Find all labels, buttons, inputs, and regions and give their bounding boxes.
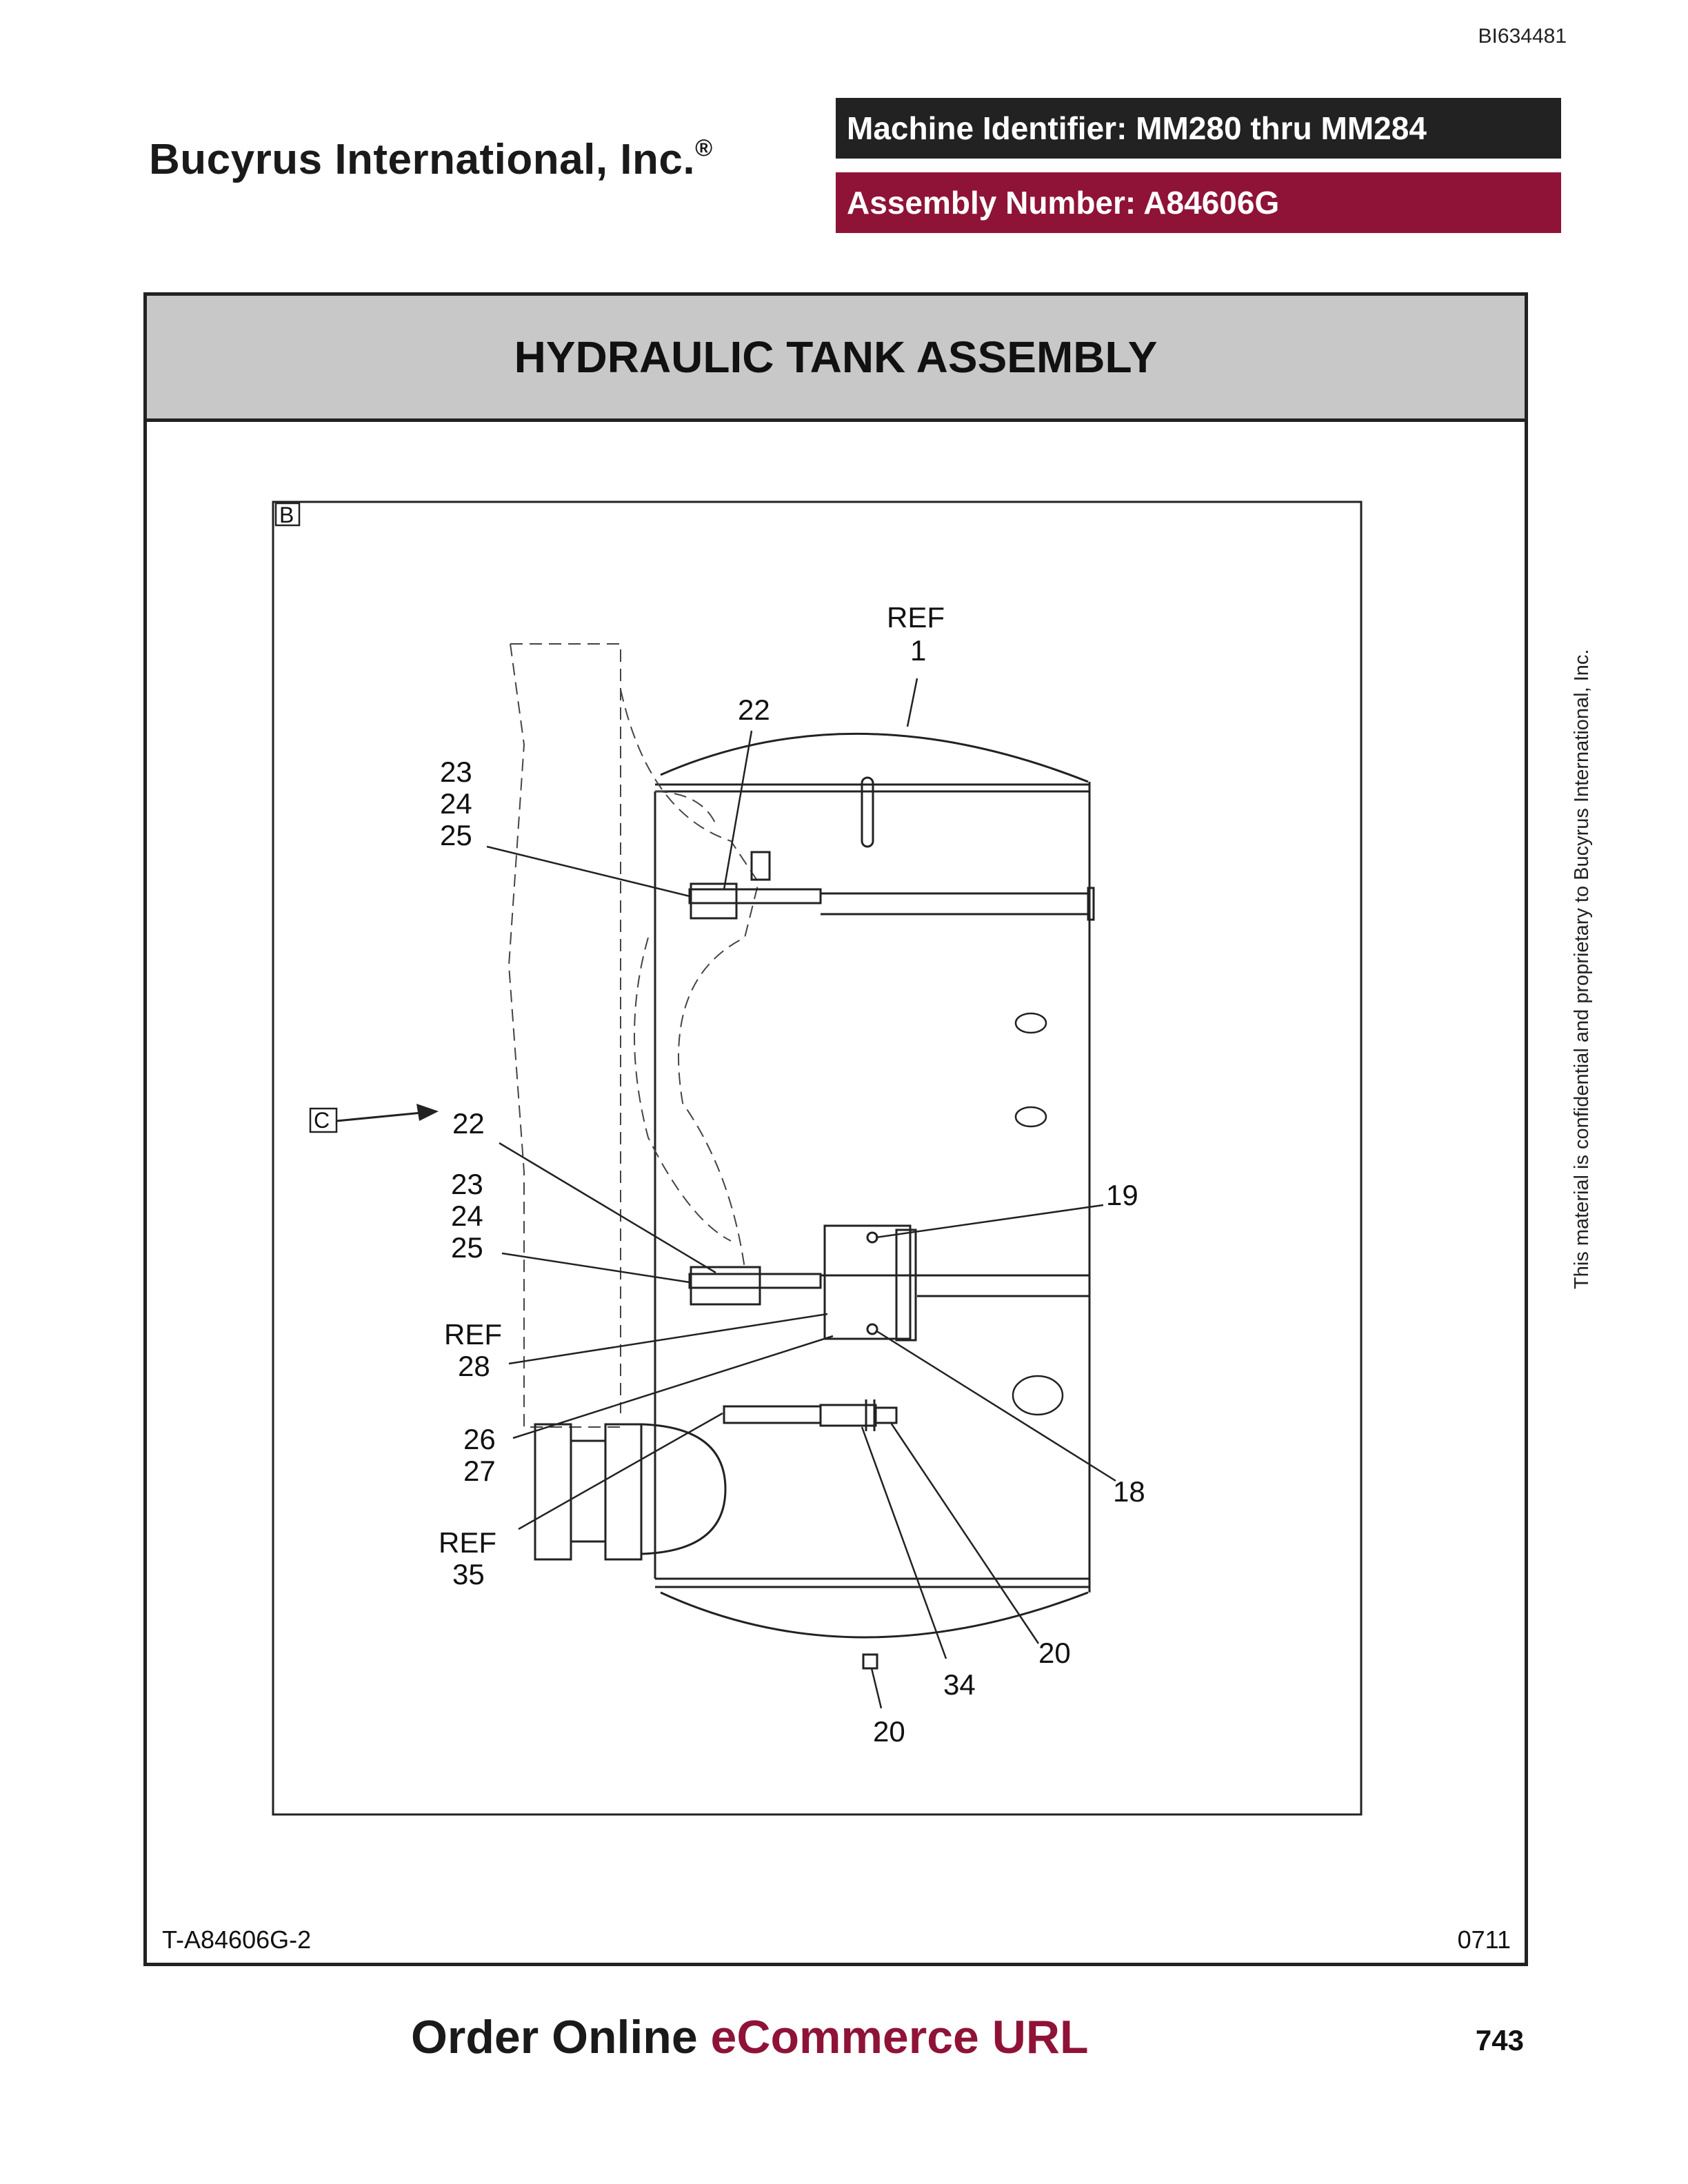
- revision-code: 0711: [1457, 1925, 1511, 1954]
- view-c-arrowhead: [416, 1104, 439, 1121]
- callout-ref-1-ref: REF: [887, 601, 945, 634]
- company-name: Bucyrus International, Inc.®: [149, 135, 713, 184]
- callout-18: 18: [1113, 1475, 1145, 1508]
- callout-34: 34: [943, 1668, 976, 1701]
- callout-24-upper: 24: [440, 787, 472, 820]
- callout-27: 27: [463, 1455, 496, 1487]
- callout-19: 19: [1106, 1179, 1138, 1211]
- view-box: [272, 501, 1363, 1816]
- callouts: REF 1 22 23 24 25 22 23 24 25 19 REF 28 …: [439, 601, 1145, 1748]
- document-id: BI634481: [1478, 25, 1567, 48]
- callout-20-right: 20: [1038, 1637, 1071, 1669]
- view-label-c: C: [314, 1108, 330, 1133]
- order-online-banner: Order Online eCommerce URL: [411, 2010, 1088, 2064]
- callout-24-lower: 24: [451, 1200, 483, 1232]
- breather-assembly: [534, 1399, 898, 1561]
- figure-frame: HYDRAULIC TANK ASSEMBLY T-A84606G-2 0711: [143, 292, 1528, 1966]
- tank-body: [654, 732, 1091, 1670]
- callout-25-lower: 25: [451, 1231, 483, 1264]
- leader-lines: [486, 678, 1116, 1709]
- figure-code: T-A84606G-2: [162, 1925, 312, 1954]
- view-label-b: B: [279, 503, 294, 527]
- mounting-bracket: [508, 643, 760, 1428]
- page-number: 743: [1475, 2024, 1524, 2056]
- ecommerce-url-link[interactable]: eCommerce URL: [710, 2011, 1089, 2063]
- callout-20-bottom: 20: [873, 1715, 905, 1748]
- view-c-arrow: [336, 1111, 423, 1122]
- callout-23-lower: 23: [451, 1168, 483, 1200]
- assembly-number: Assembly Number: A84606G: [836, 172, 1561, 233]
- callout-25-upper: 25: [440, 819, 472, 851]
- callout-ref-1-num: 1: [910, 634, 926, 667]
- order-online-prefix: Order Online: [411, 2011, 711, 2063]
- company-name-text: Bucyrus International, Inc.: [149, 136, 696, 183]
- figure-title: HYDRAULIC TANK ASSEMBLY: [147, 296, 1525, 422]
- callout-22-upper: 22: [738, 694, 770, 726]
- upper-strap: [688, 776, 1095, 921]
- lower-strap: [688, 1224, 1089, 1342]
- callout-22-lower: 22: [452, 1107, 485, 1140]
- callout-ref-35-ref: REF: [439, 1526, 496, 1559]
- callout-ref-28-num: 28: [458, 1350, 490, 1382]
- machine-identifier: Machine Identifier: MM280 thru MM284: [836, 98, 1561, 159]
- callout-ref-35-num: 35: [452, 1558, 485, 1590]
- registered-mark: ®: [695, 135, 713, 161]
- callout-ref-28-ref: REF: [444, 1318, 502, 1351]
- callout-26: 26: [463, 1423, 496, 1455]
- callout-23-upper: 23: [440, 756, 472, 788]
- view-label-box-b: [274, 502, 301, 527]
- tank-ports: [1012, 1012, 1064, 1416]
